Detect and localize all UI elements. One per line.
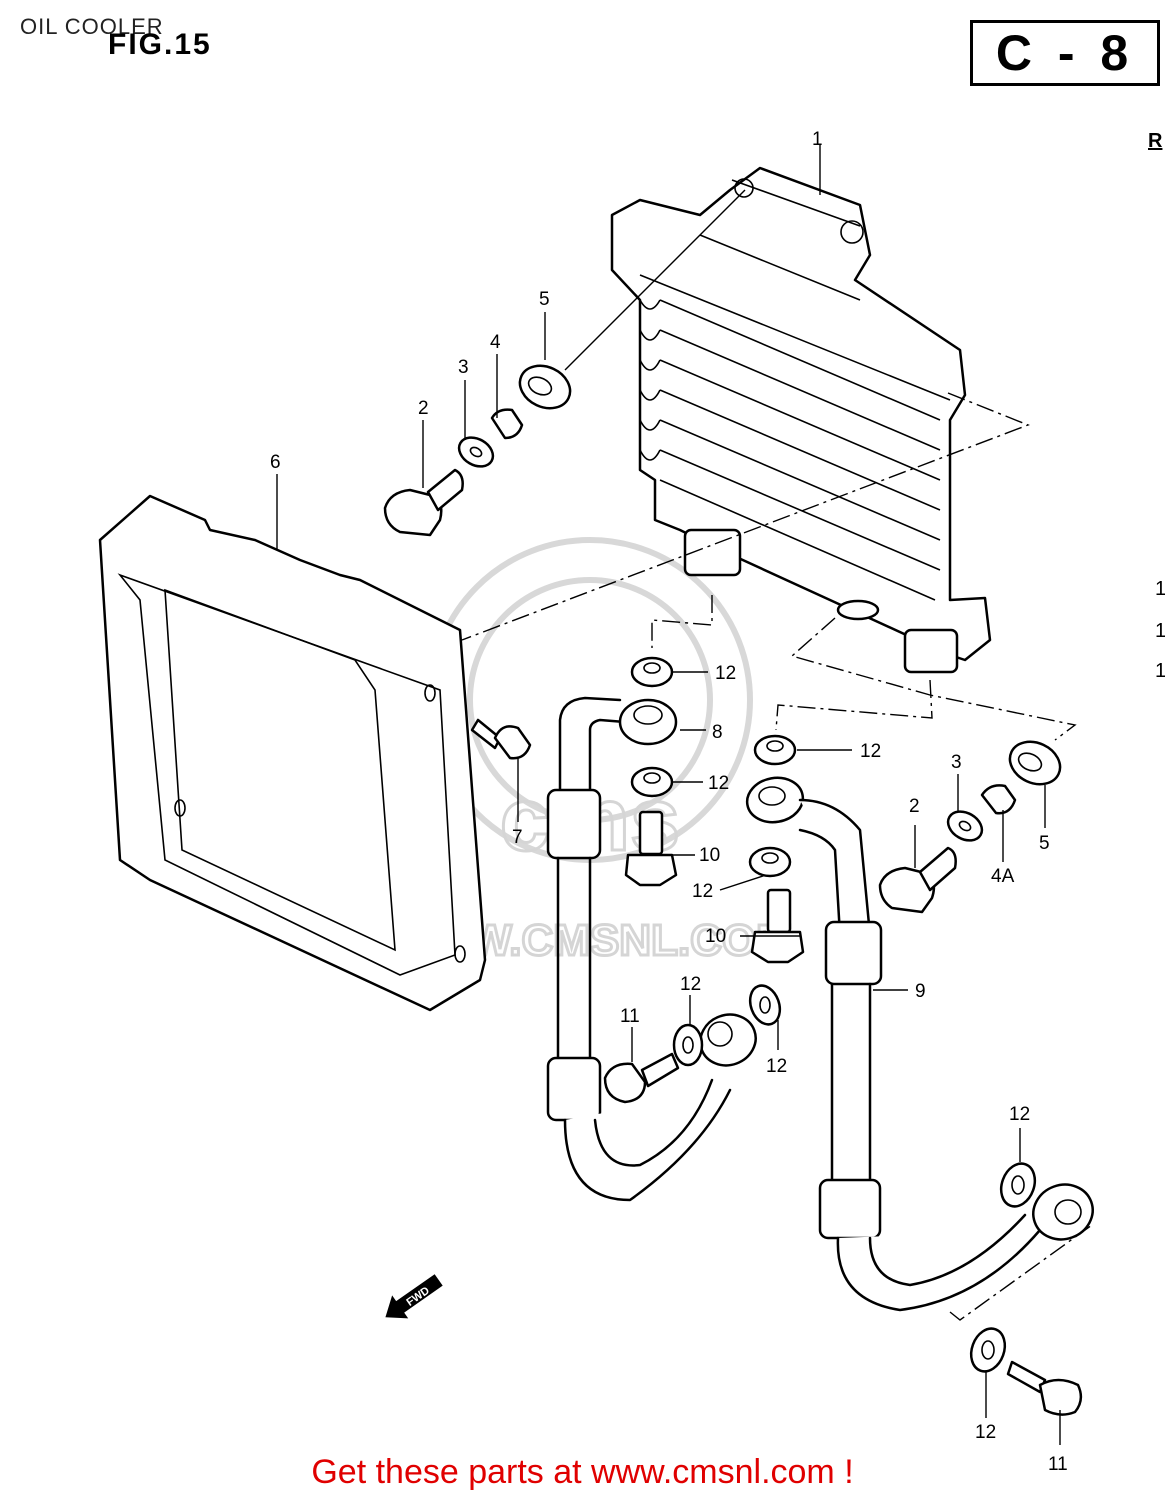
collar-4a [980,784,1017,815]
page-code-box: C - 8 [970,20,1160,86]
callout-2: 2 [418,398,429,419]
bolt-2-left [383,468,464,537]
washer-3-left [457,436,495,468]
edge-number: 1 [1155,660,1165,682]
washer-3-right [946,810,984,842]
oil-hose-8 [546,696,757,1202]
callout-12: 12 [715,663,736,684]
callout-6: 6 [270,452,281,473]
grommet-5-right [1008,740,1062,786]
bolt-7 [470,718,532,760]
bolt-2-right [878,846,957,914]
callout-9: 9 [915,981,926,1002]
edge-number: 1 [1155,578,1165,600]
callout-10: 10 [705,926,726,947]
callout-3: 3 [458,357,469,378]
edge-fragment-text: R [1148,130,1163,152]
callout-labels: 1 2 3 4 5 6 7 8 9 10 10 11 11 12 12 12 1… [270,129,1068,1475]
callout-12: 12 [680,974,701,995]
callout-1: 1 [812,129,823,150]
oil-cooler-core [610,166,992,674]
callout-11: 11 [1048,1454,1068,1475]
forward-arrow: FWD [385,1274,443,1319]
grommet-5-left [518,364,572,410]
callout-12: 12 [708,773,729,794]
callout-8: 8 [712,722,723,743]
callout-4a: 4A [991,866,1015,887]
bolt-11 [603,1052,1083,1416]
footer-link[interactable]: Get these parts at www.cmsnl.com ! [311,1453,854,1491]
washer-12 [630,656,1037,1373]
edge-number: 1 [1155,620,1165,642]
callout-7: 7 [512,827,523,848]
figure-label: FIG.15 [108,28,212,61]
callout-10: 10 [699,845,720,866]
callout-5: 5 [539,289,550,310]
callout-11: 11 [620,1006,640,1027]
callout-2: 2 [909,796,920,817]
cooler-shroud [98,494,487,1012]
callout-12: 12 [1009,1104,1030,1125]
leader-lines [276,145,1093,1445]
union-bolt-10 [624,810,805,964]
callout-12: 12 [766,1056,787,1077]
callout-3: 3 [951,752,962,773]
callout-12: 12 [692,881,713,902]
callout-5: 5 [1039,833,1050,854]
oil-hose-9 [745,776,1094,1312]
callout-12: 12 [975,1422,996,1443]
callout-12: 12 [860,741,881,762]
callout-4: 4 [490,332,501,353]
section-title: OIL COOLER [20,14,164,39]
